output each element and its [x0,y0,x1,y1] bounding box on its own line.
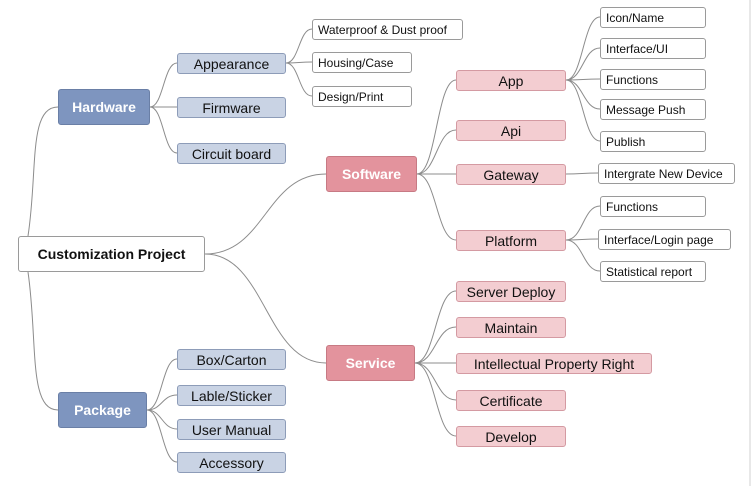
connector-line [149,62,178,108]
root-node[interactable]: Customization Project [18,236,205,272]
connector-line [565,172,599,175]
connector-line [146,358,178,411]
connector-line [146,409,178,463]
connector-line [565,239,601,272]
service-item[interactable]: Develop [456,426,566,447]
connector-line [27,106,59,237]
platform-leaf[interactable]: Functions [600,196,706,217]
app-leaf[interactable]: Icon/Name [600,7,706,28]
gateway-node[interactable]: Gateway [456,164,566,185]
app-leaf[interactable]: Publish [600,131,706,152]
appearance-node[interactable]: Appearance [177,53,286,74]
connector-line [565,47,601,81]
connector-line [565,79,601,110]
service-item[interactable]: Certificate [456,390,566,411]
connector-line [204,253,327,364]
connector-line [416,173,457,241]
platform-leaf[interactable]: Interface/Login page [598,229,731,250]
connector-line [285,61,313,64]
package-item[interactable]: User Manual [177,419,286,440]
connector-line [204,173,327,255]
connector-line [285,62,313,97]
connector-line [565,238,599,241]
package-node[interactable]: Package [58,392,147,428]
package-item[interactable]: Box/Carton [177,349,286,370]
connector-line [565,16,601,81]
app-leaf[interactable]: Message Push [600,99,706,120]
package-item[interactable]: Accessory [177,452,286,473]
platform-node[interactable]: Platform [456,230,566,251]
circuit-board-node[interactable]: Circuit board [177,143,286,164]
connector-line [565,79,601,142]
connector-line [416,79,457,175]
software-node[interactable]: Software [326,156,417,192]
connector-line [565,205,601,241]
frame-border [749,0,751,486]
gateway-leaf[interactable]: Intergrate New Device [598,163,735,184]
appearance-leaf[interactable]: Waterproof & Dust proof [312,19,463,40]
service-item[interactable]: Server Deploy [456,281,566,302]
service-item[interactable]: Maintain [456,317,566,338]
connector-line [414,362,457,401]
connector-line [149,106,178,154]
connector-line [285,28,313,64]
appearance-leaf[interactable]: Design/Print [312,86,412,107]
connector-line [565,78,601,81]
connector-line [27,271,59,411]
connector-line [416,129,457,175]
app-leaf[interactable]: Functions [600,69,706,90]
connector-line [414,290,457,364]
service-node[interactable]: Service [326,345,415,381]
app-node[interactable]: App [456,70,566,91]
service-item[interactable]: Intellectual Property Right [456,353,652,374]
appearance-leaf[interactable]: Housing/Case [312,52,412,73]
api-node[interactable]: Api [456,120,566,141]
platform-leaf[interactable]: Statistical report [600,261,706,282]
connector-line [414,326,457,364]
connector-line [146,409,178,430]
package-item[interactable]: Lable/Sticker [177,385,286,406]
firmware-node[interactable]: Firmware [177,97,286,118]
hardware-node[interactable]: Hardware [58,89,150,125]
connector-line [414,362,457,437]
app-leaf[interactable]: Interface/UI [600,38,706,59]
connector-line [146,394,178,411]
